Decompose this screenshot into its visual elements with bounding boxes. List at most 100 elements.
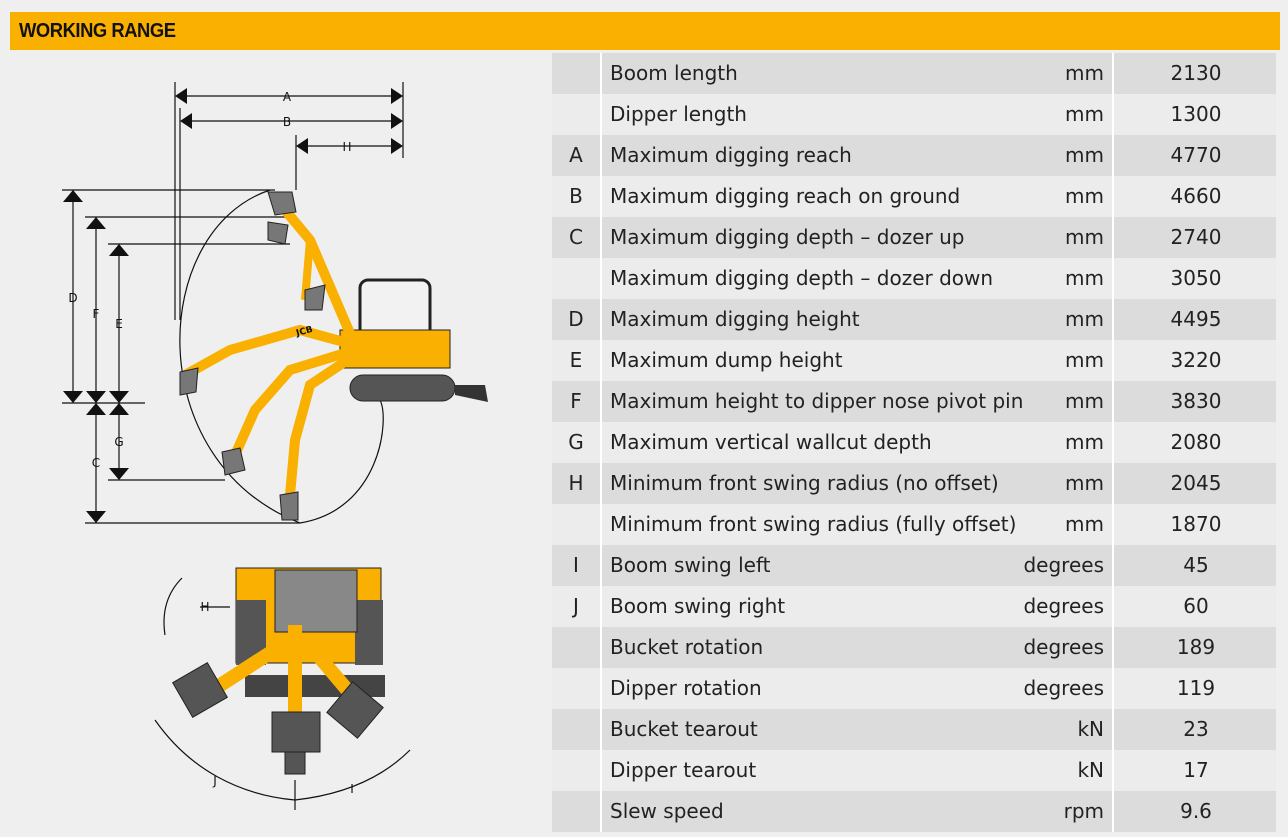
dim-label-e: E <box>115 317 123 331</box>
excavator-side-view: JCB <box>179 191 488 521</box>
brand-logo-boom: JCB <box>294 325 314 339</box>
spec-label: Maximum height to dipper nose pivot pin <box>610 389 1024 413</box>
spec-value: 4770 <box>1112 135 1278 176</box>
spec-unit: degrees <box>1023 594 1104 618</box>
spec-key: F <box>552 381 602 422</box>
spec-value: 2740 <box>1112 217 1278 258</box>
spec-value: 2080 <box>1112 422 1278 463</box>
spec-value: 189 <box>1112 627 1278 668</box>
spec-label: Maximum digging depth – dozer up <box>610 225 965 249</box>
dim-label-f: F <box>93 307 100 321</box>
spec-row: Bucket tearout kN 23 <box>552 709 1276 750</box>
spec-unit: mm <box>1065 102 1104 126</box>
spec-key: A <box>552 135 602 176</box>
spec-label: Dipper rotation <box>610 676 762 700</box>
spec-value: 9.6 <box>1112 791 1278 832</box>
spec-unit: mm <box>1065 307 1104 331</box>
spec-unit: mm <box>1065 348 1104 372</box>
spec-label: Dipper length <box>610 102 747 126</box>
spec-row: I Boom swing left degrees 45 <box>552 545 1276 586</box>
spec-key: C <box>552 217 602 258</box>
spec-label: Minimum front swing radius (no offset) <box>610 471 999 495</box>
spec-row: F Maximum height to dipper nose pivot pin… <box>552 381 1276 422</box>
spec-label: Maximum digging height <box>610 307 860 331</box>
spec-label: Bucket rotation <box>610 635 764 659</box>
spec-value: 2130 <box>1112 53 1278 94</box>
spec-label: Minimum front swing radius (fully offset… <box>610 512 1017 536</box>
spec-row: C Maximum digging depth – dozer up mm 2740 <box>552 217 1276 258</box>
spec-label: Boom swing right <box>610 594 786 618</box>
spec-key <box>552 709 602 750</box>
working-range-diagram: JCB A B H D F E G C H J I <box>62 82 488 810</box>
spec-unit: mm <box>1065 266 1104 290</box>
spec-value: 23 <box>1112 709 1278 750</box>
dim-label-a: A <box>283 90 292 104</box>
spec-key: G <box>552 422 602 463</box>
dimension-lines <box>62 82 411 810</box>
spec-value: 2045 <box>1112 463 1278 504</box>
spec-unit: mm <box>1065 389 1104 413</box>
dim-label-g: G <box>114 435 123 449</box>
spec-value: 17 <box>1112 750 1278 791</box>
dim-label-b: B <box>283 115 291 129</box>
spec-row: Dipper tearout kN 17 <box>552 750 1276 791</box>
top-label-i: I <box>350 782 354 796</box>
spec-row: J Boom swing right degrees 60 <box>552 586 1276 627</box>
spec-unit: mm <box>1065 225 1104 249</box>
excavator-top-view <box>171 567 385 775</box>
spec-label: Bucket tearout <box>610 717 758 741</box>
spec-key <box>552 504 602 545</box>
spec-row: Maximum digging depth – dozer down mm 3050 <box>552 258 1276 299</box>
spec-label: Boom swing left <box>610 553 771 577</box>
spec-unit: degrees <box>1023 553 1104 577</box>
spec-value: 3830 <box>1112 381 1278 422</box>
spec-key <box>552 750 602 791</box>
spec-key <box>552 53 602 94</box>
spec-key <box>552 94 602 135</box>
spec-row: G Maximum vertical wallcut depth mm 2080 <box>552 422 1276 463</box>
spec-value: 1870 <box>1112 504 1278 545</box>
spec-key <box>552 791 602 832</box>
spec-unit: mm <box>1065 184 1104 208</box>
spec-value: 4660 <box>1112 176 1278 217</box>
spec-value: 1300 <box>1112 94 1278 135</box>
spec-value: 4495 <box>1112 299 1278 340</box>
spec-value: 60 <box>1112 586 1278 627</box>
spec-row: Bucket rotation degrees 189 <box>552 627 1276 668</box>
spec-value: 3050 <box>1112 258 1278 299</box>
top-label-j: J <box>212 774 217 788</box>
spec-unit: rpm <box>1063 799 1104 823</box>
spec-key: H <box>552 463 602 504</box>
top-label-h: H <box>200 600 209 614</box>
spec-unit: kN <box>1077 758 1104 782</box>
spec-row: Minimum front swing radius (fully offset… <box>552 504 1276 545</box>
spec-label: Maximum dump height <box>610 348 843 372</box>
section-header: WORKING RANGE <box>10 12 1280 50</box>
spec-key: B <box>552 176 602 217</box>
spec-label: Boom length <box>610 61 738 85</box>
spec-value: 45 <box>1112 545 1278 586</box>
spec-value: 119 <box>1112 668 1278 709</box>
spec-label: Maximum digging depth – dozer down <box>610 266 994 290</box>
spec-unit: mm <box>1065 143 1104 167</box>
spec-key: E <box>552 340 602 381</box>
spec-key: J <box>552 586 602 627</box>
spec-unit: mm <box>1065 430 1104 454</box>
spec-unit: kN <box>1077 717 1104 741</box>
spec-key: I <box>552 545 602 586</box>
spec-label: Maximum vertical wallcut depth <box>610 430 932 454</box>
spec-unit: degrees <box>1023 635 1104 659</box>
dimension-arrowheads <box>63 88 403 523</box>
spec-key <box>552 258 602 299</box>
spec-label: Dipper tearout <box>610 758 757 782</box>
spec-label: Slew speed <box>610 799 724 823</box>
spec-unit: mm <box>1065 512 1104 536</box>
